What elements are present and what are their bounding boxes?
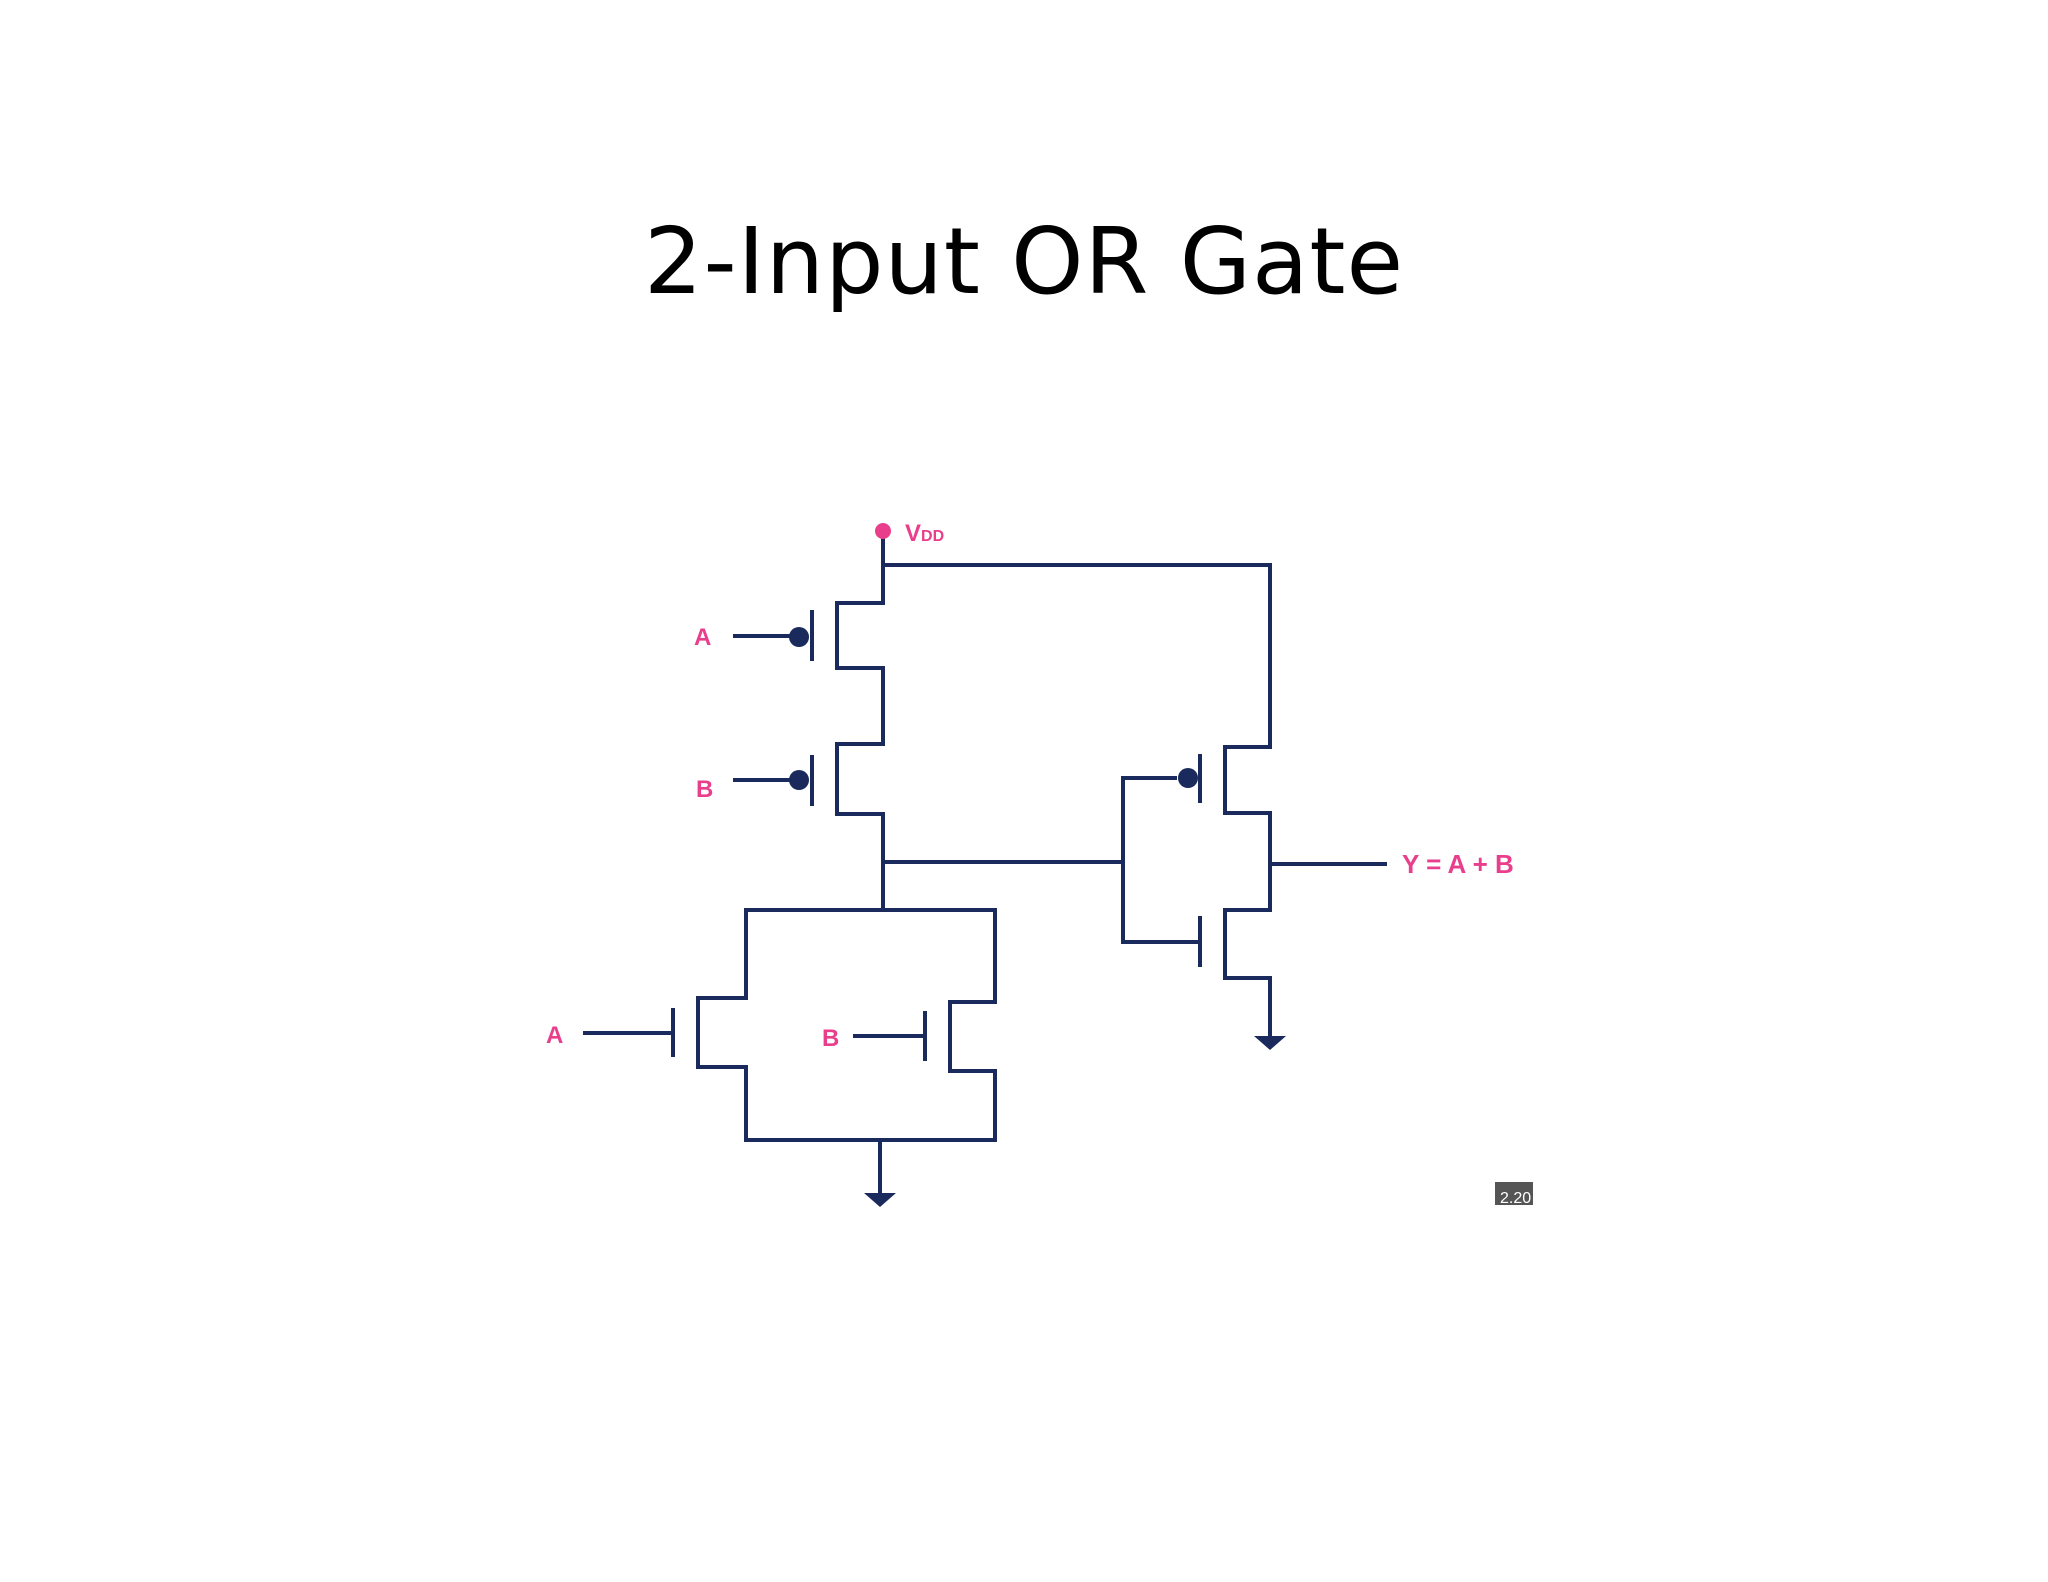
vdd-node [875, 523, 891, 539]
vdd-label-subscript: DD [921, 528, 944, 545]
nmos-input-b-label: B [822, 1025, 839, 1052]
page-title: 2-Input OR Gate [643, 208, 1405, 315]
pmos-transistor-b [733, 742, 885, 910]
inverter-pmos-gate-bubble [1178, 768, 1198, 788]
nmos-input-a-label: A [546, 1022, 563, 1049]
vdd-label: VDD [905, 520, 944, 547]
ground-icon [1254, 1036, 1286, 1050]
pmos-transistor-a [733, 563, 885, 746]
inverter-pmos-transistor [1198, 745, 1272, 912]
inverter-gate-wiring [1121, 776, 1202, 944]
output-label: Y = A + B [1402, 849, 1514, 879]
badge-text: 2.20 [1500, 1190, 1531, 1207]
pmos-b-gate-bubble [789, 770, 809, 790]
nmos-transistor-b [853, 1000, 997, 1142]
vdd-rail [881, 529, 1272, 749]
nmos-transistor-a [583, 996, 748, 1142]
pmos-input-b-label: B [696, 776, 713, 803]
pmos-input-a-label: A [694, 624, 711, 651]
inverter-nmos-transistor [1198, 908, 1272, 1038]
ground-icon [864, 1193, 896, 1207]
vdd-label-main: V [905, 520, 921, 547]
pmos-a-gate-bubble [789, 627, 809, 647]
nmos-parallel-network [744, 908, 997, 1195]
slide-badge: 2.20 [1495, 1182, 1533, 1207]
